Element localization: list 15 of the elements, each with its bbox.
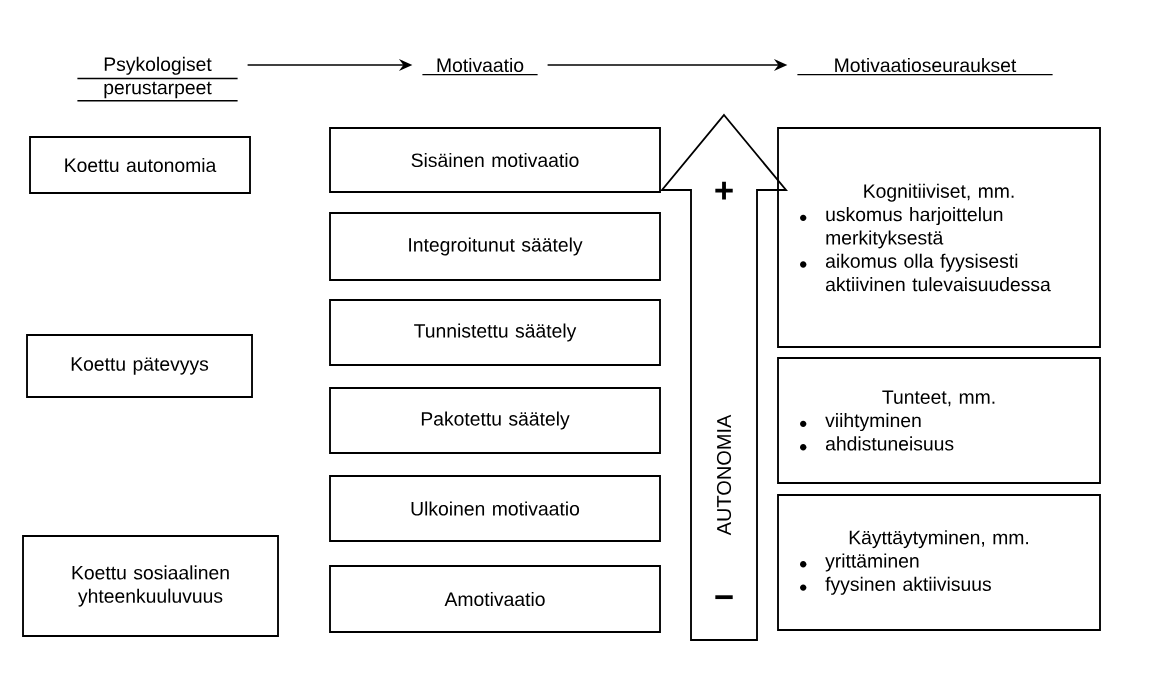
underlined-heading: Motivaatioseuraukset xyxy=(796,57,1054,76)
process-box: Koettu pätevyys xyxy=(26,334,253,398)
process-box: Amotivaatio xyxy=(329,565,661,633)
process-box: Ulkoinen motivaatio xyxy=(329,475,661,542)
text-box: Käyttäytyminen, mm. yrittäminen fyysinen aktiivisuus xyxy=(777,494,1101,631)
process-box: Koettu autonomia xyxy=(29,136,251,194)
text-box: Kognitiiviset, mm. uskomus harjoittelun merkityksestä aikomus olla fyysisesti aktiivinen tulevaisuudessa xyxy=(777,127,1101,348)
process-box: Integroitunut säätely xyxy=(329,212,661,281)
process-box: Koettu sosiaalinen yhteenkuuluvuus xyxy=(22,535,279,637)
process-box: Pakotettu säätely xyxy=(329,387,661,454)
text-box: Tunteet, mm. viihtyminen ahdistuneisuus xyxy=(777,357,1101,484)
process-box: Sisäinen motivaatio xyxy=(329,127,661,193)
underlined-heading: Psykologiset perustarpeet xyxy=(76,56,239,102)
underlined-heading: Motivaatio xyxy=(421,57,539,76)
process-box: Tunnistettu säätely xyxy=(329,299,661,366)
